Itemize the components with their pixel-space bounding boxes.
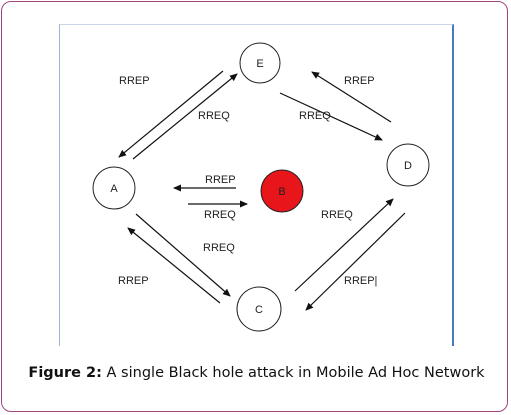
edge-a-to-e <box>132 73 238 160</box>
label-rreq-a-c: RREQ <box>203 242 235 254</box>
edge-c-to-a <box>127 227 221 304</box>
label-rreq-a-b: RREQ <box>204 209 236 221</box>
node-a-label: A <box>110 183 118 195</box>
figure-caption: Figure 2: A single Black hole attack in … <box>2 365 511 381</box>
node-b-blackhole: B <box>260 169 304 213</box>
edge-d-to-c <box>305 212 406 311</box>
node-d-label: D <box>404 160 412 172</box>
edge-d-to-e <box>311 71 392 123</box>
label-rreq-a-e: RREQ <box>198 110 230 122</box>
label-rreq-e-d: RREQ <box>299 110 331 122</box>
edge-e-to-a <box>118 70 224 158</box>
edge-c-to-d <box>294 198 394 292</box>
edge-e-to-d <box>279 92 383 141</box>
node-a: A <box>92 166 136 210</box>
label-rrep-e-a: RREP <box>119 75 150 87</box>
label-rrep-c-a: RREP <box>118 275 149 287</box>
node-d: D <box>386 143 430 187</box>
label-rrep-d-e: RREP <box>344 75 375 87</box>
edge-a-to-c <box>135 213 231 297</box>
node-e: E <box>239 42 281 84</box>
node-e-label: E <box>256 58 263 70</box>
label-rreq-c-d: RREQ <box>321 209 353 221</box>
figure-caption-text: A single Black hole attack in Mobile Ad … <box>101 365 485 381</box>
node-c: C <box>236 286 282 332</box>
label-rrep-b-a: RREP <box>205 174 236 186</box>
figure-caption-label: Figure 2: <box>28 365 102 381</box>
node-c-label: C <box>255 304 263 316</box>
label-rrep-d-c: RREP| <box>344 275 377 287</box>
node-b-label: B <box>278 186 285 198</box>
